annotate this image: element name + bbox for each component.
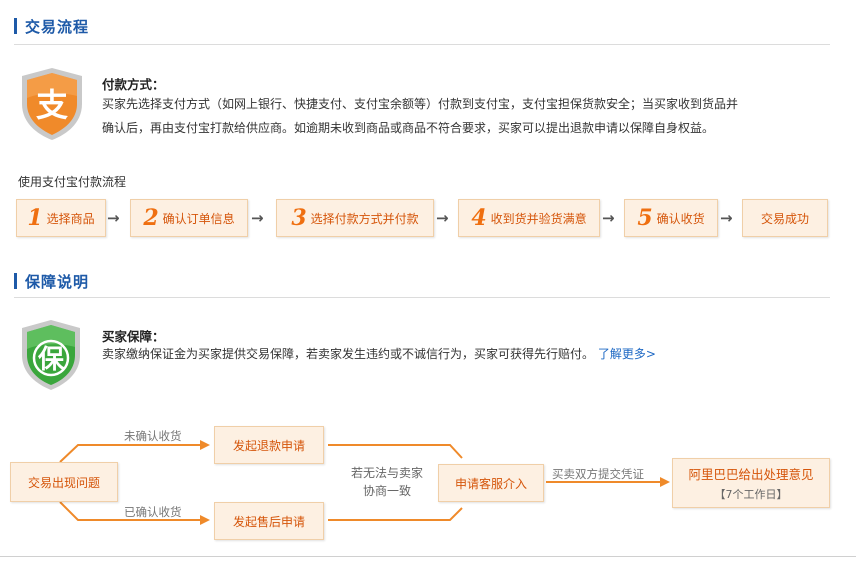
bottom-divider	[0, 556, 856, 557]
payment-method-description: 买家先选择支付方式（如网上银行、快捷支付、支付宝余额等）付款到支付宝，支付宝担保…	[102, 92, 738, 140]
negotiation-note: 若无法与卖家 协商一致	[350, 466, 423, 498]
trade-section-header: 交易流程	[14, 15, 89, 37]
flow-customer-service: 申请客服介入	[438, 464, 544, 502]
payment-method-title: 付款方式：	[102, 77, 165, 92]
payment-desc-line: 买家先选择支付方式（如网上银行、快捷支付、支付宝余额等）付款到支付宝，支付宝担保…	[102, 97, 739, 111]
arrow-icon: →	[107, 209, 120, 227]
flow-caption: 使用支付宝付款流程	[18, 175, 127, 189]
unconfirmed-receipt-label: 未确认收货	[124, 429, 182, 443]
step-trade-success: 交易成功	[742, 199, 828, 237]
section-marker	[14, 18, 17, 34]
section-divider	[14, 297, 830, 298]
arrow-icon: →	[436, 209, 449, 227]
arrow-icon: →	[720, 209, 733, 227]
svg-text:支: 支	[36, 86, 68, 124]
flow-trade-problem: 交易出现问题	[10, 462, 118, 502]
flow-aftersale-request: 发起售后申请	[214, 502, 324, 540]
evidence-submit-label: 买卖双方提交凭证	[552, 467, 644, 481]
section-divider	[14, 44, 830, 45]
guarantee-section-title: 保障说明	[25, 272, 90, 291]
trade-section-title: 交易流程	[25, 17, 90, 36]
section-marker	[14, 273, 17, 289]
arrow-icon: →	[602, 209, 615, 227]
learn-more-link[interactable]: 了解更多>	[597, 347, 656, 361]
guarantee-section-header: 保障说明	[14, 270, 89, 292]
decision-timeframe: 【7个工作日】	[714, 488, 788, 501]
confirmed-receipt-label: 已确认收货	[124, 505, 182, 519]
buyer-guarantee-title: 买家保障：	[102, 329, 165, 344]
payment-desc-line: 确认后，再由支付宝打款给供应商。如逾期未收到商品或商品不符合要求，买家可以提出退…	[102, 121, 715, 135]
flow-alibaba-decision: 阿里巴巴给出处理意见 【7个工作日】	[672, 458, 830, 508]
flow-refund-request: 发起退款申请	[214, 426, 324, 464]
buyer-guarantee-description: 卖家缴纳保证金为买家提供交易保障，若卖家发生违约或不诚信行为，买家可获得先行赔付…	[102, 342, 656, 366]
alipay-shield-icon: 支	[22, 68, 82, 140]
buyer-guarantee-text: 卖家缴纳保证金为买家提供交易保障，若卖家发生违约或不诚信行为，买家可获得先行赔付…	[102, 347, 595, 361]
svg-text:保: 保	[37, 345, 65, 375]
guarantee-shield-icon: 保	[22, 320, 80, 390]
arrow-icon: →	[251, 209, 264, 227]
